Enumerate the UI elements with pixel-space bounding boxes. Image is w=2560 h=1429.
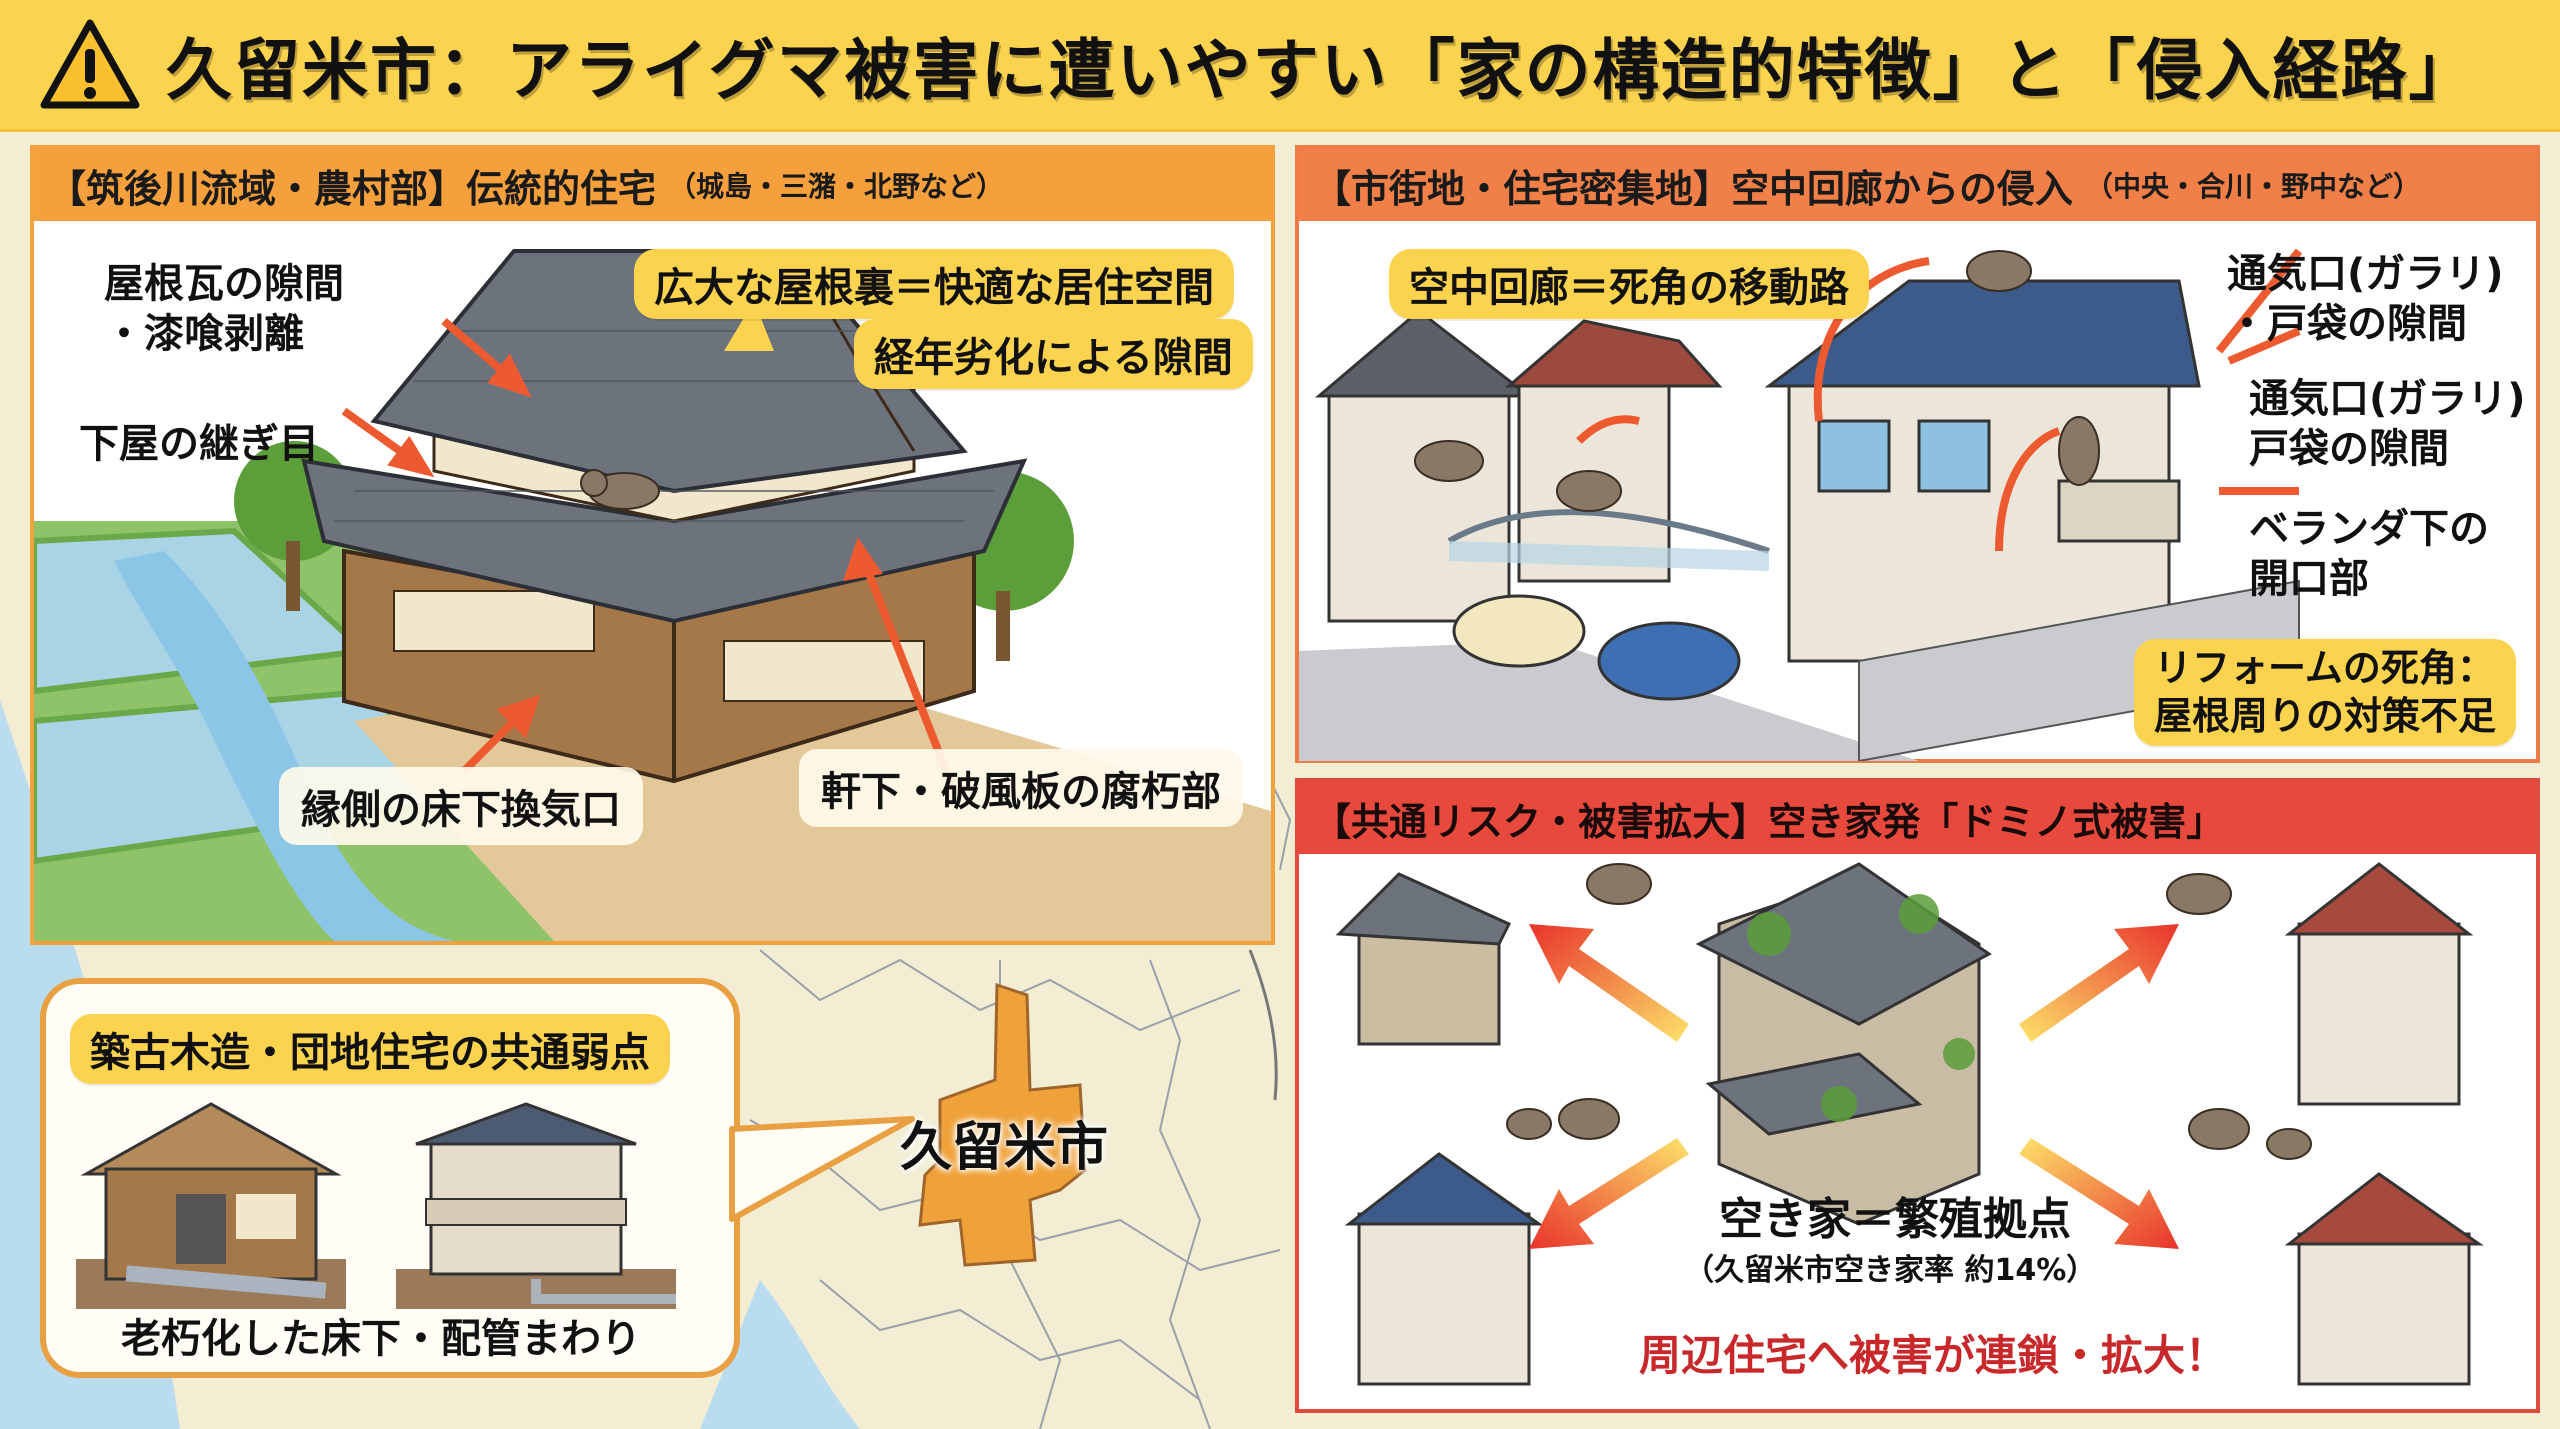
callout-aerial-corridor: 空中回廊＝死角の移動路: [1389, 249, 1869, 319]
callout-aging-gap: 経年劣化による隙間: [854, 319, 1253, 389]
callout-vent-door-pocket-2: 通気口(ガラリ) 戸袋の隙間: [2249, 376, 2526, 472]
callout-reform-blind-spot: リフォームの死角： 屋根周りの対策不足: [2134, 639, 2517, 746]
panel-urban-dense: 【市街地・住宅密集地】空中回廊からの侵入 （中央・合川・野中など）: [1295, 145, 2540, 763]
panel-rural-heading: 【筑後川流域・農村部】伝統的住宅 （城島・三潴・北野など）: [34, 149, 1271, 221]
old-houses-illustration: [76, 1102, 676, 1309]
panel-common-weakness: 築古木造・団地住宅の共通弱点 老朽化した床下・配管まわり: [40, 978, 915, 1378]
title-bar: 久留米市：アライグマ被害に遭いやすい「家の構造的特徴」と「侵入経路」: [0, 0, 2560, 132]
vacancy-rate-note: （久留米市空き家率 約14%）: [1684, 1253, 2097, 1288]
common-weakness-heading: 築古木造・団地住宅の共通弱点: [70, 1014, 670, 1084]
panel-rural-traditional: 【筑後川流域・農村部】伝統的住宅 （城島・三潴・北野など）: [30, 145, 1275, 945]
callout-eaves-rot: 軒下・破風板の腐朽部: [799, 749, 1243, 827]
callout-vent-door-pocket-1: 通気口(ガラリ) ・戸袋の隙間: [2227, 251, 2504, 347]
kurume-city-highlight: [918, 982, 1087, 1267]
warning-triangle-icon: [40, 19, 140, 108]
page-title: 久留米市：アライグマ被害に遭いやすい「家の構造的特徴」と「侵入経路」: [166, 31, 2477, 109]
vacant-house-label: 空き家＝繁殖拠点: [1719, 1194, 2071, 1245]
callout-pointer: [729, 1116, 915, 1222]
common-weakness-caption: 老朽化した床下・配管まわり: [121, 1316, 641, 1362]
panel-domino-damage: 【共通リスク・被害拡大】空き家発「ドミノ式被害」: [1295, 778, 2540, 1413]
panel-urban-heading: 【市街地・住宅密集地】空中回廊からの侵入 （中央・合川・野中など）: [1299, 149, 2536, 221]
domino-damage-illustration: [1335, 862, 2484, 1386]
urban-houses-illustration: [1299, 248, 2303, 761]
callout-roof-tile-gap: 屋根瓦の隙間 ・漆喰剥離: [104, 261, 344, 357]
callout-veranda-opening: ベランダ下の 開口部: [2249, 506, 2489, 602]
callout-engawa-vent: 縁側の床下換気口: [279, 767, 643, 845]
callout-lower-roof-seam: 下屋の継ぎ目: [79, 421, 319, 467]
map-city-label: 久留米市: [900, 1118, 1109, 1178]
panel-domino-heading: 【共通リスク・被害拡大】空き家発「ドミノ式被害」: [1299, 782, 2536, 854]
callout-attic-space: 広大な屋根裏＝快適な居住空間: [634, 249, 1234, 319]
chain-damage-warning: 周辺住宅へ被害が連鎖・拡大！: [1639, 1331, 2228, 1380]
